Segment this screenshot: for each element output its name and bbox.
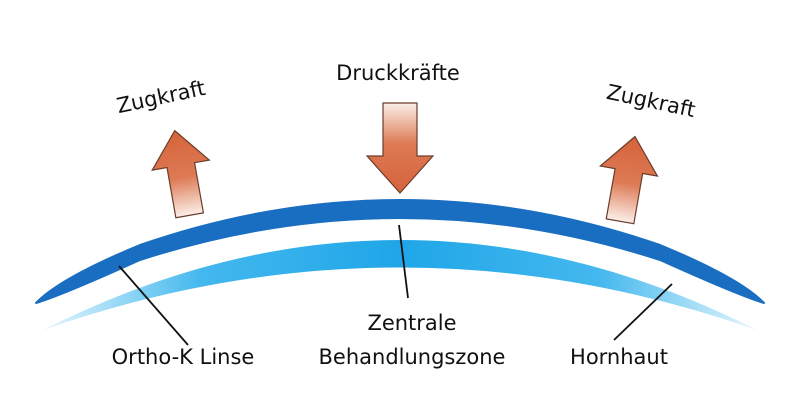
label-zone-line2: Behandlungszone: [319, 345, 506, 369]
label-zone-line1: Zentrale: [367, 311, 456, 335]
leader-line-cornea: [613, 283, 673, 341]
label-lens: Ortho-K Linse: [112, 345, 255, 369]
leader-line-lens: [118, 265, 189, 346]
label-pressure: Druckkräfte: [336, 61, 460, 85]
pull-arrow-left: [151, 129, 211, 219]
label-pull-right: Zugkraft: [605, 80, 698, 122]
ortho-k-lens: [35, 199, 765, 304]
label-pull-left: Zugkraft: [115, 76, 208, 118]
pressure-arrow: [365, 102, 435, 194]
label-cornea: Hornhaut: [570, 345, 668, 369]
leader-line-zone: [398, 224, 409, 299]
pull-arrow-right: [598, 135, 659, 225]
cornea-band: [43, 240, 757, 330]
